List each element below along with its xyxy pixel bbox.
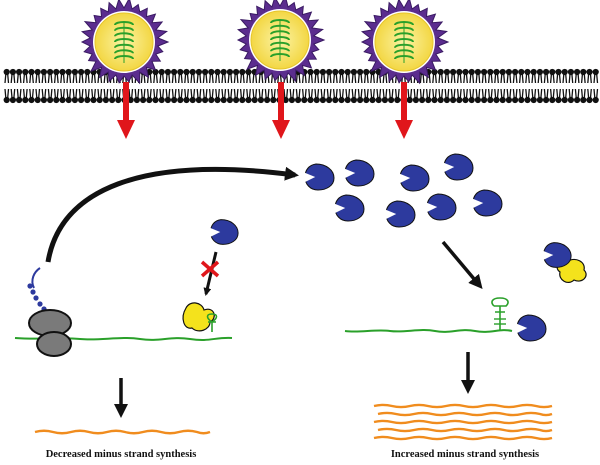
- rna-stem-loop: [491, 297, 509, 331]
- protein-icon: [343, 159, 375, 187]
- protein-icon: [303, 163, 335, 191]
- virion-icon: [360, 0, 450, 85]
- lipid-bilayer-membrane: [3, 68, 599, 104]
- host-factor-icon: [182, 302, 218, 332]
- minus-strand-multiple: [373, 403, 553, 441]
- unbound-protein: [209, 219, 239, 245]
- virion-icon: [236, 0, 326, 83]
- minus-strand-line: [373, 403, 553, 409]
- translation-arrow: [45, 166, 299, 263]
- ribosome-icon: [27, 267, 72, 357]
- minus-strand-line: [373, 435, 553, 441]
- entry-arrows: [117, 82, 413, 139]
- protein-icon: [425, 193, 457, 221]
- red-x-icon: [200, 260, 220, 278]
- cluster-to-rna-arrow: [441, 240, 483, 290]
- right-rna-strand: [344, 329, 513, 333]
- minus-strand-line: [34, 429, 211, 435]
- minus-strand-line: [377, 411, 553, 417]
- blocked-binding-arrow: [203, 251, 218, 296]
- protein-icon: [442, 153, 474, 181]
- protein-icon: [398, 164, 430, 192]
- left-caption: Decreased minus strand synthesis: [46, 449, 197, 460]
- minus-strand-line: [373, 419, 553, 425]
- right-caption: Increased minus strand synthesis: [391, 449, 539, 460]
- protein-icon: [333, 194, 365, 222]
- minus-strand-line: [377, 427, 553, 433]
- protein-host-factor-complex: [542, 242, 587, 284]
- virion-group: [80, 0, 450, 85]
- protein-icon: [384, 200, 416, 228]
- rna-bound-protein: [515, 314, 547, 342]
- minus-strand-single: [34, 429, 211, 435]
- entry-arrow: [272, 82, 290, 139]
- protein-cluster: [303, 153, 503, 228]
- virion-icon: [80, 0, 170, 85]
- protein-icon: [471, 189, 503, 217]
- entry-arrow: [117, 82, 135, 139]
- entry-arrow: [395, 82, 413, 139]
